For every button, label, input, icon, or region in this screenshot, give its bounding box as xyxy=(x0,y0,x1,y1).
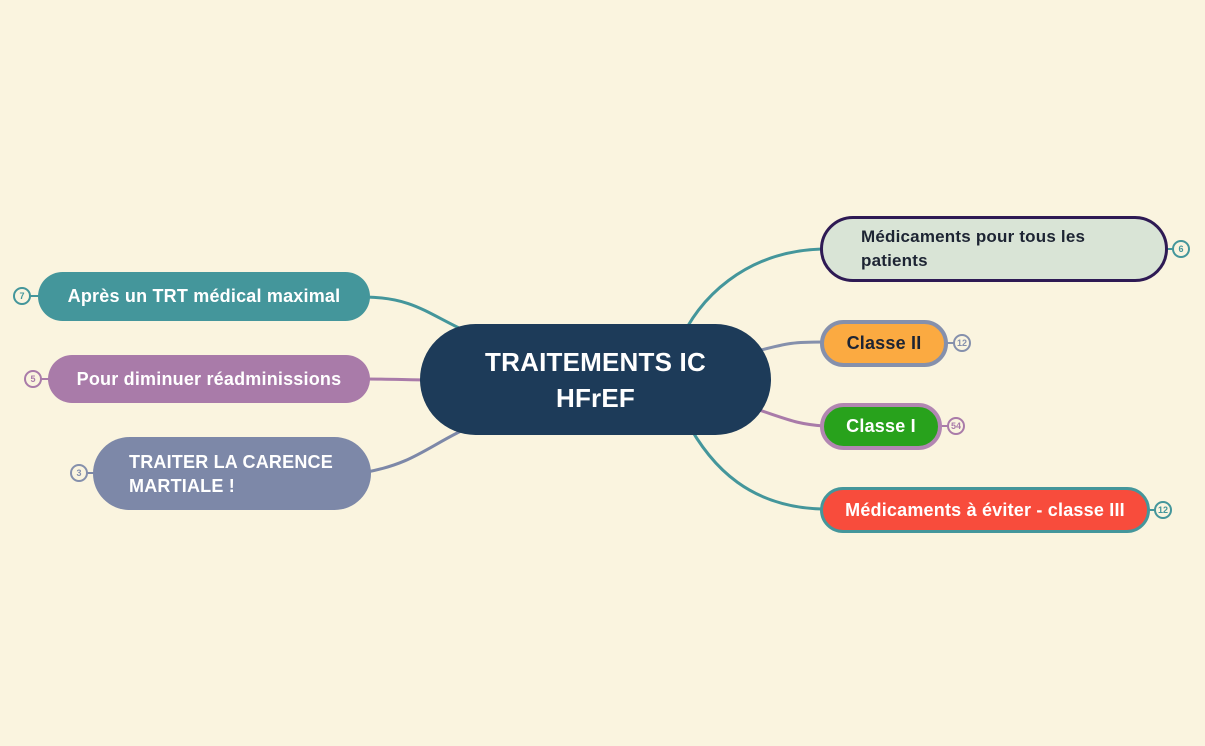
collapsed-count-badge[interactable]: 5 xyxy=(24,370,42,388)
branch-node-classe-i[interactable]: Classe I xyxy=(820,403,942,450)
collapsed-count-badge[interactable]: 12 xyxy=(953,334,971,352)
branch-node-classe-ii[interactable]: Classe II xyxy=(820,320,948,367)
branch-node-pour-diminuer-readminissions[interactable]: Pour diminuer réadminissions xyxy=(48,355,370,403)
collapsed-count-badge[interactable]: 7 xyxy=(13,287,31,305)
branch-node-apres-trt-medical-maximal[interactable]: Après un TRT médical maximal xyxy=(38,272,370,321)
collapsed-count-badge[interactable]: 54 xyxy=(947,417,965,435)
branch-node-medicaments-a-eviter-classe-iii[interactable]: Médicaments à éviter - classe III xyxy=(820,487,1150,533)
branch-node-label: Classe II xyxy=(846,333,922,353)
branch-node-label: TRAITER LA CARENCE MARTIALE ! xyxy=(129,451,333,496)
root-node-traitements-ic-hfref[interactable]: TRAITEMENTS IC HFrEF xyxy=(420,324,771,435)
branch-node-label: Médicaments pour tous les patients xyxy=(861,227,1086,270)
branch-node-traiter-carence-martiale[interactable]: TRAITER LA CARENCE MARTIALE ! xyxy=(93,437,371,510)
branch-node-label: Pour diminuer réadminissions xyxy=(76,368,342,389)
branch-node-label: Classe I xyxy=(846,416,916,436)
collapsed-count-badge[interactable]: 12 xyxy=(1154,501,1172,519)
notes-icon[interactable] xyxy=(1108,243,1129,260)
branch-node-label: Médicaments à éviter - classe III xyxy=(845,499,1125,520)
root-node-label: TRAITEMENTS IC HFrEF xyxy=(485,346,706,413)
collapsed-count-badge[interactable]: 3 xyxy=(70,464,88,482)
connector-right-4 xyxy=(683,417,823,511)
branch-node-label: Après un TRT médical maximal xyxy=(67,286,341,306)
collapsed-count-badge[interactable]: 6 xyxy=(1172,240,1190,258)
branch-node-medicaments-tous-patients[interactable]: Médicaments pour tous les patients xyxy=(820,216,1168,282)
